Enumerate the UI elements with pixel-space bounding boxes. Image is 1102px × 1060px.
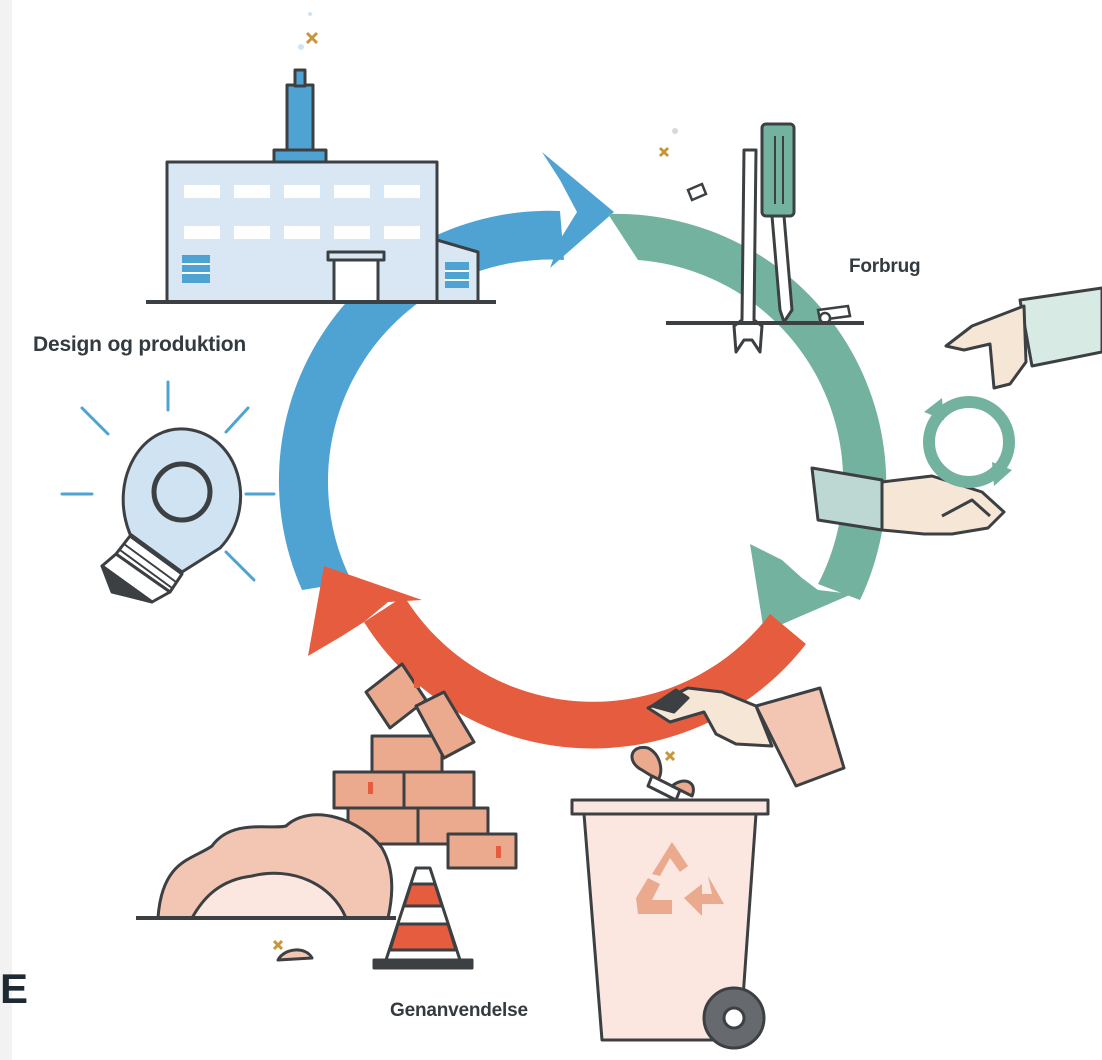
stage-label-recycle: Genanvendelse [390, 1000, 528, 1021]
rubble-icon [156, 813, 394, 962]
sparkle-marks [272, 12, 678, 951]
arrow-head-blue [542, 152, 614, 268]
factory-icon [146, 68, 496, 304]
stage-label-design: Design og produktion [33, 333, 246, 356]
arrow-head-teal [750, 544, 852, 632]
cropped-edge-letter: E [0, 965, 29, 1012]
diagram-canvas [60, 12, 1102, 1050]
bricks-icon [332, 662, 518, 870]
hand-dropping-waste-icon [630, 686, 846, 802]
recycling-bin-icon [570, 798, 770, 1050]
hands-cycle-icon [810, 286, 1102, 536]
bulb-rays [60, 380, 276, 582]
circular-economy-diagram: Design og produktion Forbrug Genanvendel… [12, 0, 1102, 1060]
traffic-cone-icon [372, 866, 474, 970]
arrow-use-to-recycle [608, 213, 887, 601]
arrow-head-red [308, 566, 422, 656]
screws-icon [686, 182, 852, 325]
screwdriver-icon [760, 122, 796, 324]
arrow-design-to-use [278, 210, 564, 590]
light-bulb-icon [100, 427, 243, 604]
stage-label-use: Forbrug [849, 256, 921, 277]
